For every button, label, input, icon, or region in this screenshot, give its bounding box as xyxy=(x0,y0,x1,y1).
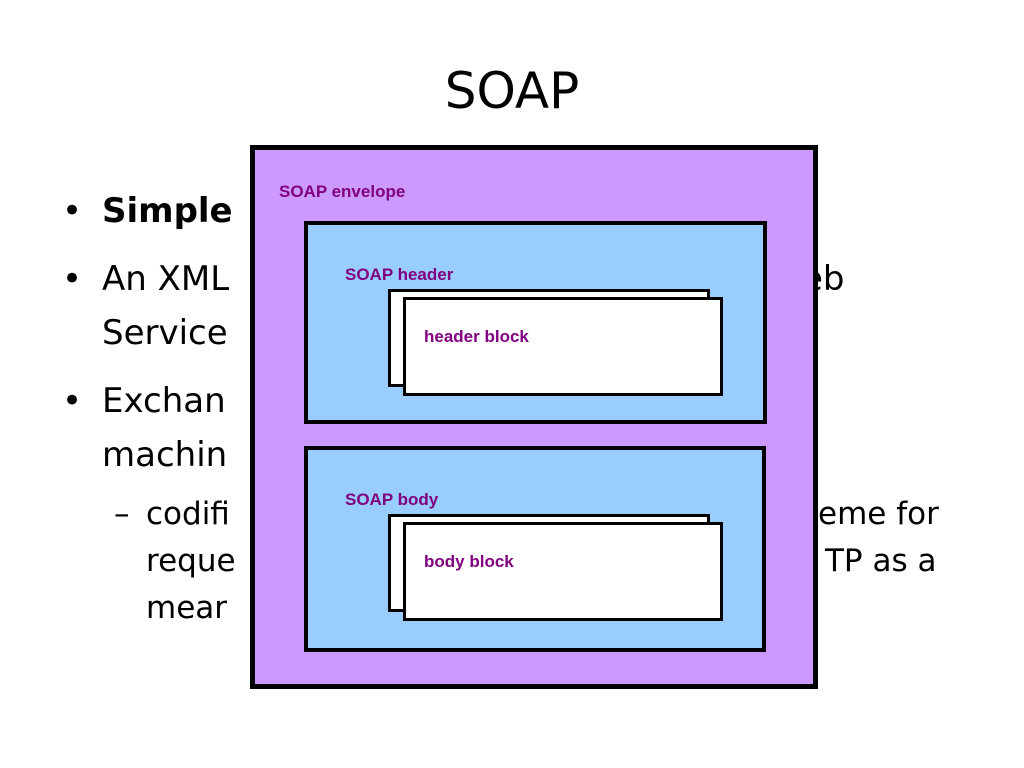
envelope-label: SOAP envelope xyxy=(279,182,406,201)
slide-title: SOAP xyxy=(444,62,580,120)
bullet-3-line2: machin xyxy=(102,435,228,475)
body-block-label: body block xyxy=(424,552,514,571)
bullet-1-text: Simple xyxy=(102,191,233,231)
sub-bullet-line1: codifi xyxy=(146,496,230,532)
bullet-2-text: An XML xyxy=(102,259,230,299)
header-block-card: header block xyxy=(403,297,723,396)
bullet-3-text: Exchan xyxy=(102,381,226,421)
bullet-2-line2: Service xyxy=(102,313,228,353)
header-block-label: header block xyxy=(424,327,529,346)
soap-body-panel: SOAP body body block xyxy=(304,446,766,652)
sub-bullet-line1-tail: eme for xyxy=(818,496,939,532)
soap-header-panel: SOAP header header block xyxy=(304,221,767,424)
body-block-card: body block xyxy=(403,522,723,621)
header-label: SOAP header xyxy=(345,265,454,284)
soap-envelope: SOAP envelope SOAP header header block S… xyxy=(250,145,818,689)
bullet-dot: • xyxy=(62,381,83,421)
sub-bullet-line2: reque xyxy=(146,543,236,579)
sub-bullet-line2-tail: TP as a xyxy=(825,543,937,579)
bullet-dot: • xyxy=(62,191,83,231)
body-label: SOAP body xyxy=(345,490,439,509)
bullet-dot: • xyxy=(62,259,83,299)
sub-bullet-line3: mear xyxy=(146,590,228,626)
sub-bullet-dash: – xyxy=(114,496,130,532)
